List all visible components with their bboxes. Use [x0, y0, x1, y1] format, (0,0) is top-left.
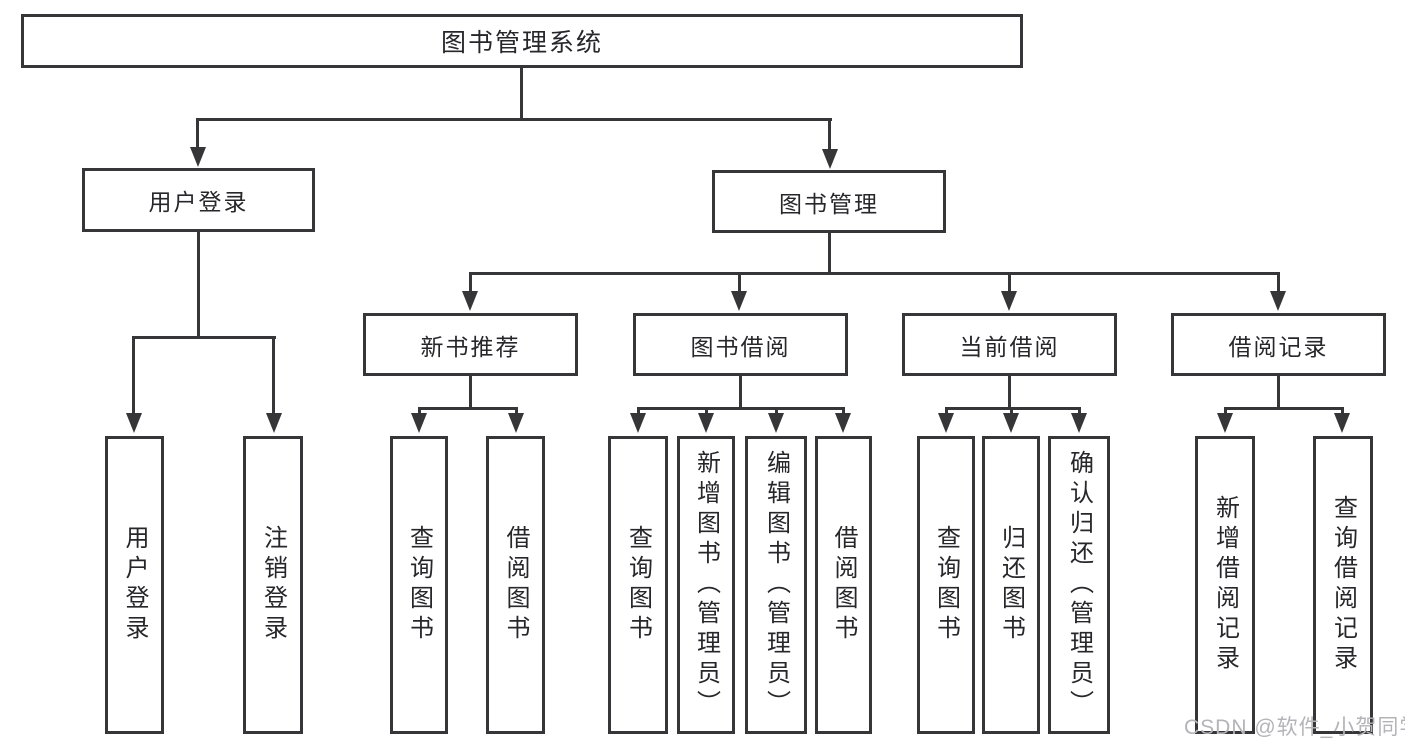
node-user-login-leaf: 用户登录 — [105, 436, 164, 734]
arrowhead-down-icon — [768, 413, 784, 433]
node-label: 注销登录 — [259, 525, 287, 645]
node-label: 查询借阅记录 — [1329, 495, 1357, 675]
node-records-add-record: 新增借阅记录 — [1195, 436, 1255, 734]
node-root-library-system: 图书管理系统 — [21, 14, 1023, 68]
connector-stub — [705, 407, 708, 416]
connector-drop-borrow — [738, 272, 741, 292]
connector-mgmt-bar — [469, 272, 1280, 275]
connector-drop-logout — [272, 336, 275, 414]
connector-drop-user-login — [132, 336, 135, 414]
node-label: 查询图书 — [624, 525, 652, 645]
node-label: 图书管理 — [779, 190, 879, 217]
connector-root-bar — [196, 118, 832, 121]
connector-stub — [1224, 407, 1227, 416]
node-label: 归还图书 — [997, 525, 1025, 645]
node-label: 查询图书 — [932, 525, 960, 645]
connector-stub — [637, 407, 640, 416]
connector-newbook-bar — [418, 407, 518, 410]
node-borrow-query-books: 查询图书 — [608, 436, 668, 734]
arrowhead-down-icon — [822, 149, 838, 169]
node-label: 新增图书（管理员） — [692, 450, 720, 720]
connector-current-stem — [1008, 376, 1011, 410]
node-label: 图书管理系统 — [440, 29, 603, 57]
connector-stub — [1010, 407, 1013, 416]
connector-login-stem — [197, 232, 200, 339]
arrowhead-down-icon — [190, 147, 206, 167]
node-label: 确认归还（管理员） — [1065, 450, 1093, 720]
connector-login-bar — [132, 336, 276, 339]
connector-drop-records — [1277, 272, 1280, 292]
connector-drop-newbook — [469, 272, 472, 292]
node-borrow-borrow-books: 借阅图书 — [815, 436, 872, 734]
node-label: 图书借阅 — [690, 333, 791, 360]
arrowhead-down-icon — [731, 291, 747, 311]
connector-stub — [775, 407, 778, 416]
arrowhead-down-icon — [126, 413, 142, 433]
arrowhead-down-icon — [1217, 413, 1233, 433]
node-label: 借阅图书 — [830, 525, 857, 645]
arrowhead-down-icon — [630, 413, 646, 433]
node-label: 用户登录 — [148, 189, 249, 215]
connector-newbook-stem — [469, 376, 472, 410]
connector-stub — [1341, 407, 1344, 416]
connector-current-bar — [945, 407, 1081, 410]
arrowhead-down-icon — [1334, 413, 1350, 433]
connector-records-bar — [1224, 407, 1344, 410]
connector-stub — [945, 407, 948, 416]
node-user-login-branch: 用户登录 — [82, 168, 315, 232]
connector-stub — [515, 407, 518, 416]
node-borrow-add-books-admin: 新增图书（管理员） — [677, 436, 735, 734]
connector-mgmt-stem — [828, 233, 831, 275]
arrowhead-down-icon — [1071, 413, 1087, 433]
node-label: 借阅记录 — [1228, 333, 1329, 360]
node-current-confirm-return-admin: 确认归还（管理员） — [1048, 436, 1110, 734]
arrowhead-down-icon — [1001, 291, 1017, 311]
connector-drop-current — [1008, 272, 1011, 292]
node-current-return-books: 归还图书 — [982, 436, 1040, 734]
connector-borrow-bar — [637, 407, 845, 410]
connector-records-stem — [1277, 376, 1280, 410]
arrowhead-down-icon — [938, 413, 954, 433]
node-label: 新增借阅记录 — [1211, 495, 1239, 675]
node-current-borrowing: 当前借阅 — [902, 313, 1117, 376]
node-borrow-edit-books-admin: 编辑图书（管理员） — [745, 436, 807, 734]
node-label: 查询图书 — [405, 525, 433, 645]
connector-stub — [842, 407, 845, 416]
node-current-query-books: 查询图书 — [917, 436, 975, 734]
arrowhead-down-icon — [462, 291, 478, 311]
node-label: 当前借阅 — [959, 333, 1060, 360]
node-label: 借阅图书 — [502, 525, 529, 645]
node-book-borrowing: 图书借阅 — [633, 313, 848, 376]
connector-drop-login — [196, 118, 199, 150]
connector-borrow-stem — [739, 376, 742, 410]
connector-stub — [418, 407, 421, 416]
arrowhead-down-icon — [266, 413, 282, 433]
node-label: 编辑图书（管理员） — [762, 450, 790, 720]
node-label: 新书推荐 — [420, 333, 521, 360]
node-new-book-recommend: 新书推荐 — [363, 313, 578, 376]
connector-drop-mgmt — [828, 118, 831, 150]
node-borrow-records: 借阅记录 — [1171, 313, 1386, 376]
csdn-watermark: CSDN @软件_小贺同学 — [1184, 716, 1405, 739]
node-newbook-borrow-books: 借阅图书 — [486, 436, 545, 734]
node-records-query-record: 查询借阅记录 — [1313, 436, 1373, 734]
arrowhead-down-icon — [1003, 413, 1019, 433]
arrowhead-down-icon — [411, 413, 427, 433]
arrowhead-down-icon — [508, 413, 524, 433]
arrowhead-down-icon — [698, 413, 714, 433]
node-book-management-branch: 图书管理 — [712, 170, 946, 233]
node-label: 用户登录 — [121, 525, 148, 645]
connector-root-stem — [520, 68, 523, 121]
arrowhead-down-icon — [835, 413, 851, 433]
node-newbook-query-books: 查询图书 — [390, 436, 448, 734]
connector-stub — [1078, 407, 1081, 416]
arrowhead-down-icon — [1270, 291, 1286, 311]
node-logout-leaf: 注销登录 — [243, 436, 303, 734]
